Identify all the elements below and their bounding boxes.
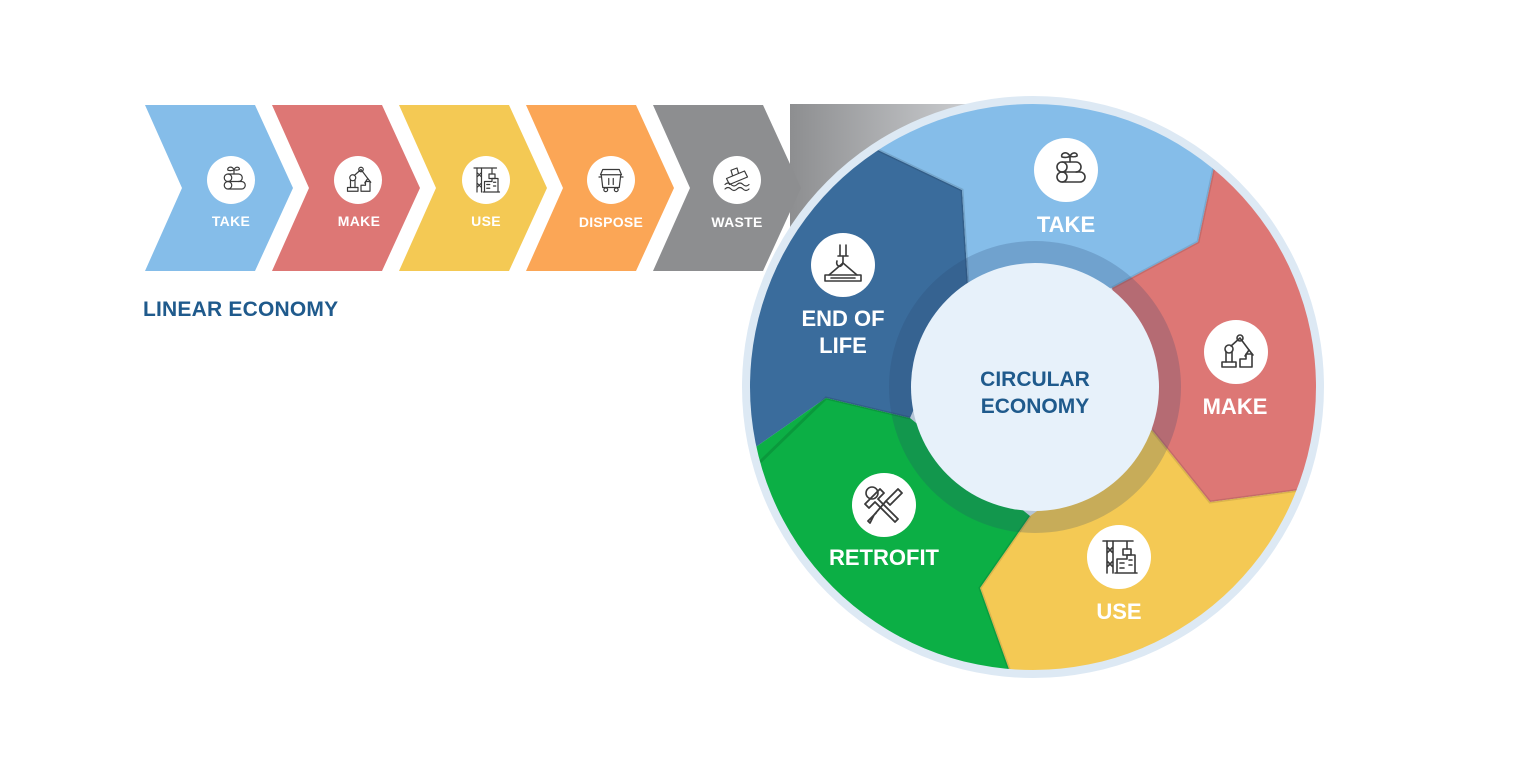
linear-step-make: MAKE (272, 105, 420, 271)
icon-badge (334, 156, 382, 204)
wheel-take: TAKE (1034, 138, 1098, 237)
linear-step-label: USE (471, 213, 501, 229)
icon-badge (1204, 320, 1268, 384)
wheel-make: MAKE (1203, 320, 1268, 419)
segment-label: USE (1096, 599, 1141, 624)
segment-seam (758, 396, 911, 464)
linear-step-label: MAKE (338, 213, 380, 229)
icon-badge (462, 156, 510, 204)
linear-step-use: USE (399, 105, 547, 271)
icon-badge (713, 156, 761, 204)
linear-step-label: WASTE (711, 214, 762, 230)
segment-label-line2: LIFE (819, 333, 867, 358)
icon-badge (1087, 525, 1151, 589)
wheel-retrofit: RETROFIT (829, 473, 940, 570)
linear-step-label: TAKE (212, 213, 250, 229)
wheel-end-of-life: END OF LIFE (801, 233, 885, 358)
icon-badge (587, 156, 635, 204)
segment-label-line1: END OF (801, 306, 884, 331)
center-title-line2: ECONOMY (981, 395, 1090, 418)
segment-label: TAKE (1037, 212, 1095, 237)
wheel-use: USE (1087, 525, 1151, 624)
segment-label: RETROFIT (829, 545, 940, 570)
segment-seam (877, 148, 970, 286)
linear-step-waste: WASTE (653, 105, 801, 271)
segment-seam (978, 515, 1032, 670)
center-title-line1: CIRCULAR (980, 368, 1090, 391)
linear-step-label: DISPOSE (579, 214, 643, 230)
segment-label: MAKE (1203, 394, 1268, 419)
linear-step-take: TAKE (145, 105, 293, 271)
segment-seam (1111, 166, 1216, 290)
linear-economy-title: LINEAR ECONOMY (143, 298, 339, 321)
icon-badge (811, 233, 875, 297)
segment-seam (1150, 429, 1301, 504)
linear-step-dispose: DISPOSE (526, 105, 674, 271)
center-disc (911, 263, 1159, 511)
